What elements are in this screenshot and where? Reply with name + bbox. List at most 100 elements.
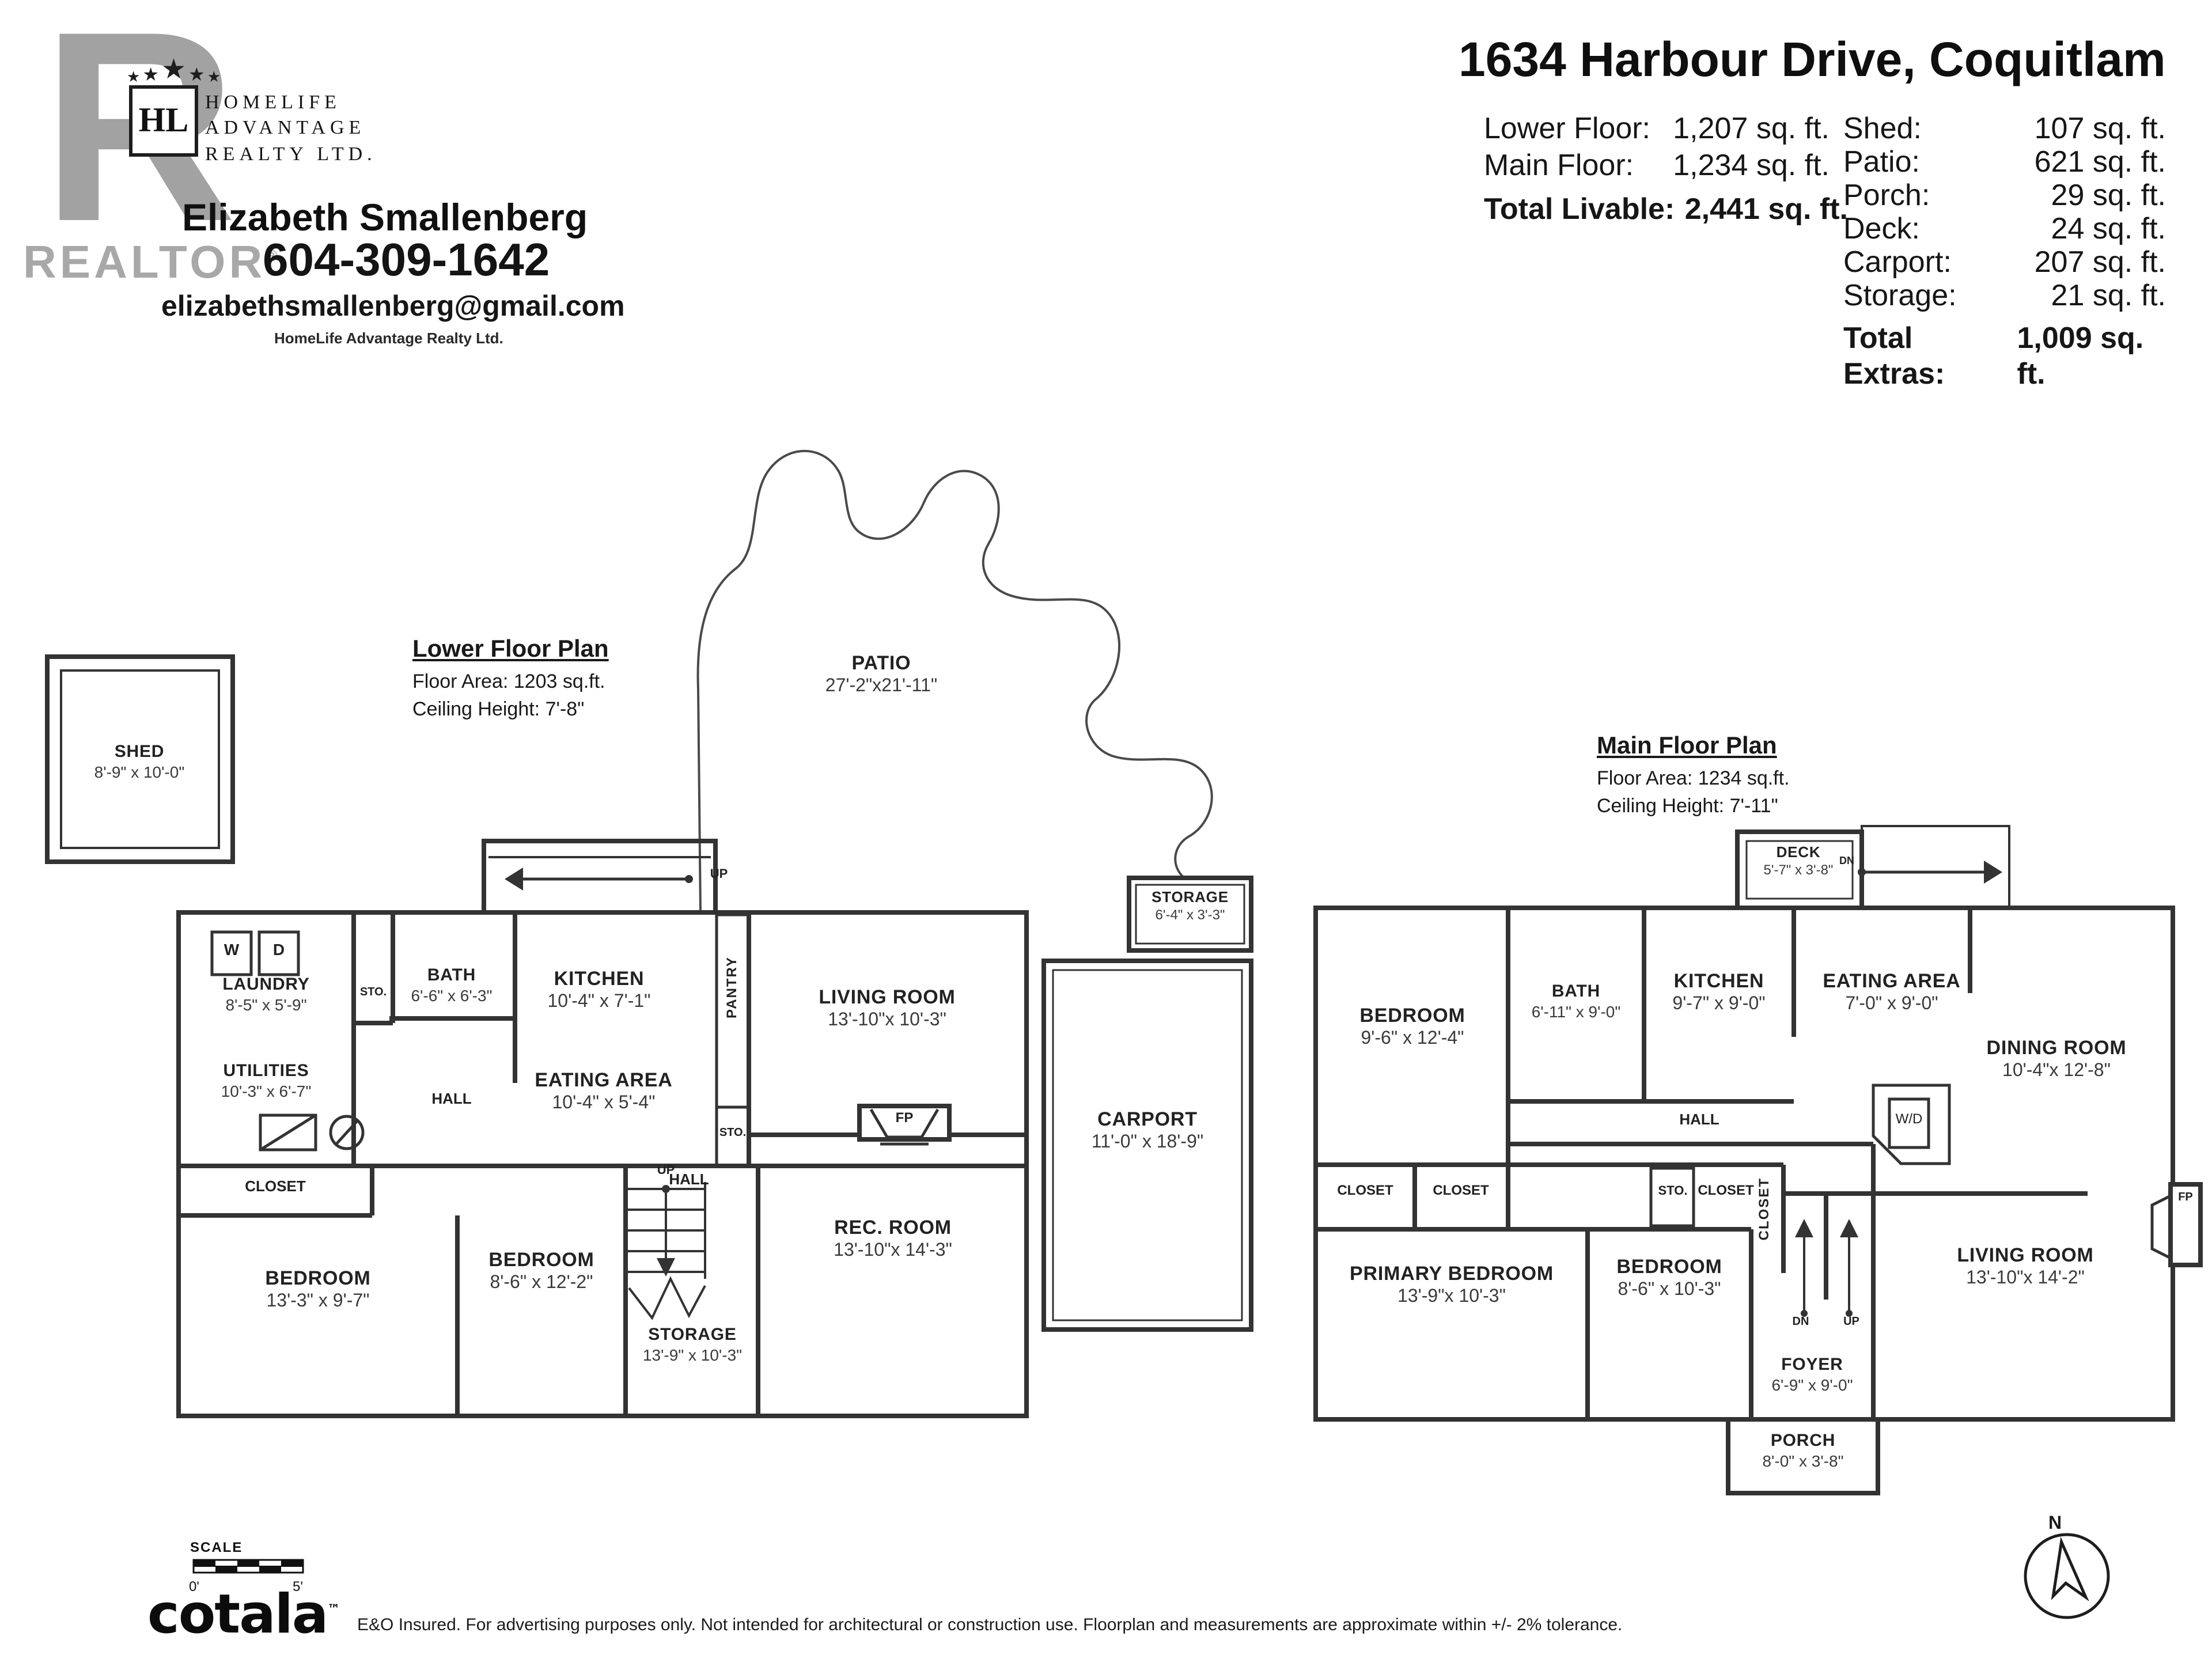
stat-total-livable: Total Livable: 2,441 sq. ft. [1484,191,1848,227]
room-label-foyer: FOYER 6'-9" x 9'-0" [1771,1355,1853,1394]
stat-value: 107 sq. ft. [2034,111,2166,145]
scale-bar [192,1559,304,1574]
lower-stairs [626,1182,706,1320]
storage-closet-label-2: STO. [719,1127,747,1139]
washer-dryer-bay [1872,1084,1951,1165]
hall-label-lower-2: HALL [669,1171,709,1188]
main-fireplace [2150,1182,2203,1267]
lower-fireplace [857,1104,952,1146]
room-dims: 6'-4" x 3'-3" [1155,907,1225,923]
room-dims: 8'-6" x 10'-3" [1618,1280,1721,1300]
room-label-bedroom2-main: BEDROOM 8'-6" x 10'-3" [1616,1256,1722,1301]
lower-floor-stair-bump [482,839,718,912]
stat-value: 1,234 sq. ft. [1673,147,1830,182]
room-name: FOYER [1781,1355,1843,1374]
agent-email: elizabethsmallenberg@gmail.com [161,290,625,323]
room-label-bath-main: BATH 6'-11" x 9'-0" [1532,982,1621,1021]
room-name: PORCH [1770,1431,1836,1450]
lower-floor-area: Floor Area: 1203 sq.ft. [412,671,605,692]
scale-label: SCALE [190,1539,243,1555]
main-floor-walls [1313,906,2175,1422]
room-label-kitchen-main: KITCHEN 9'-7" x 9'-0" [1672,970,1765,1015]
stat-storage: Storage: 21 sq. ft. [1843,278,2166,313]
porch-outline [1726,1417,1880,1495]
storage-closet-label: STO. [359,986,387,999]
agent-name: Elizabeth Smallenberg [182,196,588,238]
room-dims: 27'-2"x21'-11" [825,676,938,696]
stat-label: Storage: [1843,278,1957,312]
scale-five: 5' [293,1578,303,1594]
room-name: BEDROOM [1616,1256,1722,1278]
utilities-symbols [259,1113,365,1152]
room-name: KITCHEN [554,968,645,990]
cotala-tm: ™ [327,1601,340,1617]
realtor-wordmark: REALTOR® [23,237,281,288]
stat-deck: Deck: 24 sq. ft. [1843,211,2166,247]
room-label-living-lower: LIVING ROOM 13'-10"x 10'-3" [819,986,955,1031]
room-name: STORAGE [648,1325,737,1344]
agent-phone: 604-309-1642 [263,235,550,286]
room-label-kitchen-lower: KITCHEN 10'-4" x 7'-1" [547,968,650,1013]
room-label-patio: PATIO 27'-2"x21'-11" [825,652,937,697]
lower-floor-walls [176,910,1029,1418]
shed-outline [45,654,235,864]
room-label-porch: PORCH 8'-0" x 3'-8" [1762,1431,1843,1470]
star-icon: ★ [161,54,187,85]
room-label-eating-main: EATING AREA 7'-0" x 9'-0" [1823,970,1960,1015]
room-dims: 9'-7" x 9'-0" [1672,994,1766,1014]
room-name: BATH [1551,982,1601,1001]
room-label-bedroom2-lower: BEDROOM 8'-6" x 12'-2" [488,1249,594,1294]
room-dims: 13'-9" x 10'-3" [642,1346,743,1364]
room-label-bedroom-main: BEDROOM 9'-6" x 12'-4" [1359,1005,1465,1050]
room-name: EATING AREA [1823,970,1961,992]
stat-total-extras: Total Extras: 1,009 sq. ft. [1843,320,2175,392]
washer-label: W [224,940,240,959]
stairs-up-label-main: UP [1843,1316,1859,1328]
exterior-storage-outline [1127,876,1253,953]
room-label-shed: SHED 8'-9" x 10'-0" [94,742,185,781]
stat-value: 24 sq. ft. [2051,211,2166,245]
room-label-bath-lower: BATH 6'-6" x 6'-3" [411,965,492,1005]
room-label-primary-bedroom: PRIMARY BEDROOM 13'-9"x 10'-3" [1350,1263,1554,1308]
room-dims: 8'-0" x 3'-8" [1762,1452,1844,1470]
stat-label: Porch: [1843,177,1930,212]
page-title: 1634 Harbour Drive, Coquitlam [1459,32,2166,86]
room-label-eating-lower: EATING AREA 10'-4" x 5'-4" [535,1069,672,1114]
stat-value: 29 sq. ft. [2051,177,2166,212]
room-dims: 13'-10"x 14'-3" [834,1241,952,1260]
room-label-storage-ext: STORAGE 6'-4" x 3'-3" [1152,888,1229,923]
stat-label: Carport: [1843,244,1952,279]
room-name: REC. ROOM [834,1217,952,1238]
room-dims: 10'-4"x 12'-8" [2002,1061,2111,1081]
room-name: DINING ROOM [1986,1037,2127,1059]
stairs-up-label: UP [710,868,728,881]
cotala-logo-text: cotala [147,1583,328,1646]
room-dims: 8'-5" x 5'-9" [225,995,307,1014]
stat-value: 21 sq. ft. [2051,278,2166,312]
lower-floor-title-block: Lower Floor Plan Floor Area: 1203 sq.ft.… [412,636,609,723]
room-name: LIVING ROOM [1957,1244,2094,1266]
room-name: DECK [1776,843,1821,861]
main-stairs [1795,1219,1858,1317]
room-dims: 13'-10"x 14'-2" [1966,1268,2085,1288]
washer-dryer-label: W/D [1895,1111,1923,1127]
room-name: BATH [427,965,476,985]
room-name: PRIMARY BEDROOM [1350,1263,1554,1285]
closet-label-lower: CLOSET [245,1177,306,1195]
room-dims: 13'-10"x 10'-3" [828,1010,946,1030]
stat-label: Lower Floor: [1484,111,1650,145]
stairs-up-label-2: UP [657,1164,675,1177]
room-name: SHED [114,742,165,762]
fireplace-label-lower: FP [895,1109,914,1126]
stat-value: 621 sq. ft. [2034,144,2166,179]
stat-label: Main Floor: [1484,147,1634,182]
room-name: KITCHEN [1673,970,1764,992]
room-name: CARPORT [1097,1108,1198,1130]
disclaimer-text: E&O Insured. For advertising purposes on… [357,1615,1623,1635]
room-label-living-main: LIVING ROOM 13'-10"x 14'-2" [1957,1244,2093,1289]
closet-label-main-4: CLOSET [1756,1177,1772,1241]
stat-carport: Carport: 207 sq. ft. [1843,244,2166,280]
stars-icon: ★ ★ ★ ★ ★ [127,53,221,86]
room-name: PATIO [851,652,911,674]
